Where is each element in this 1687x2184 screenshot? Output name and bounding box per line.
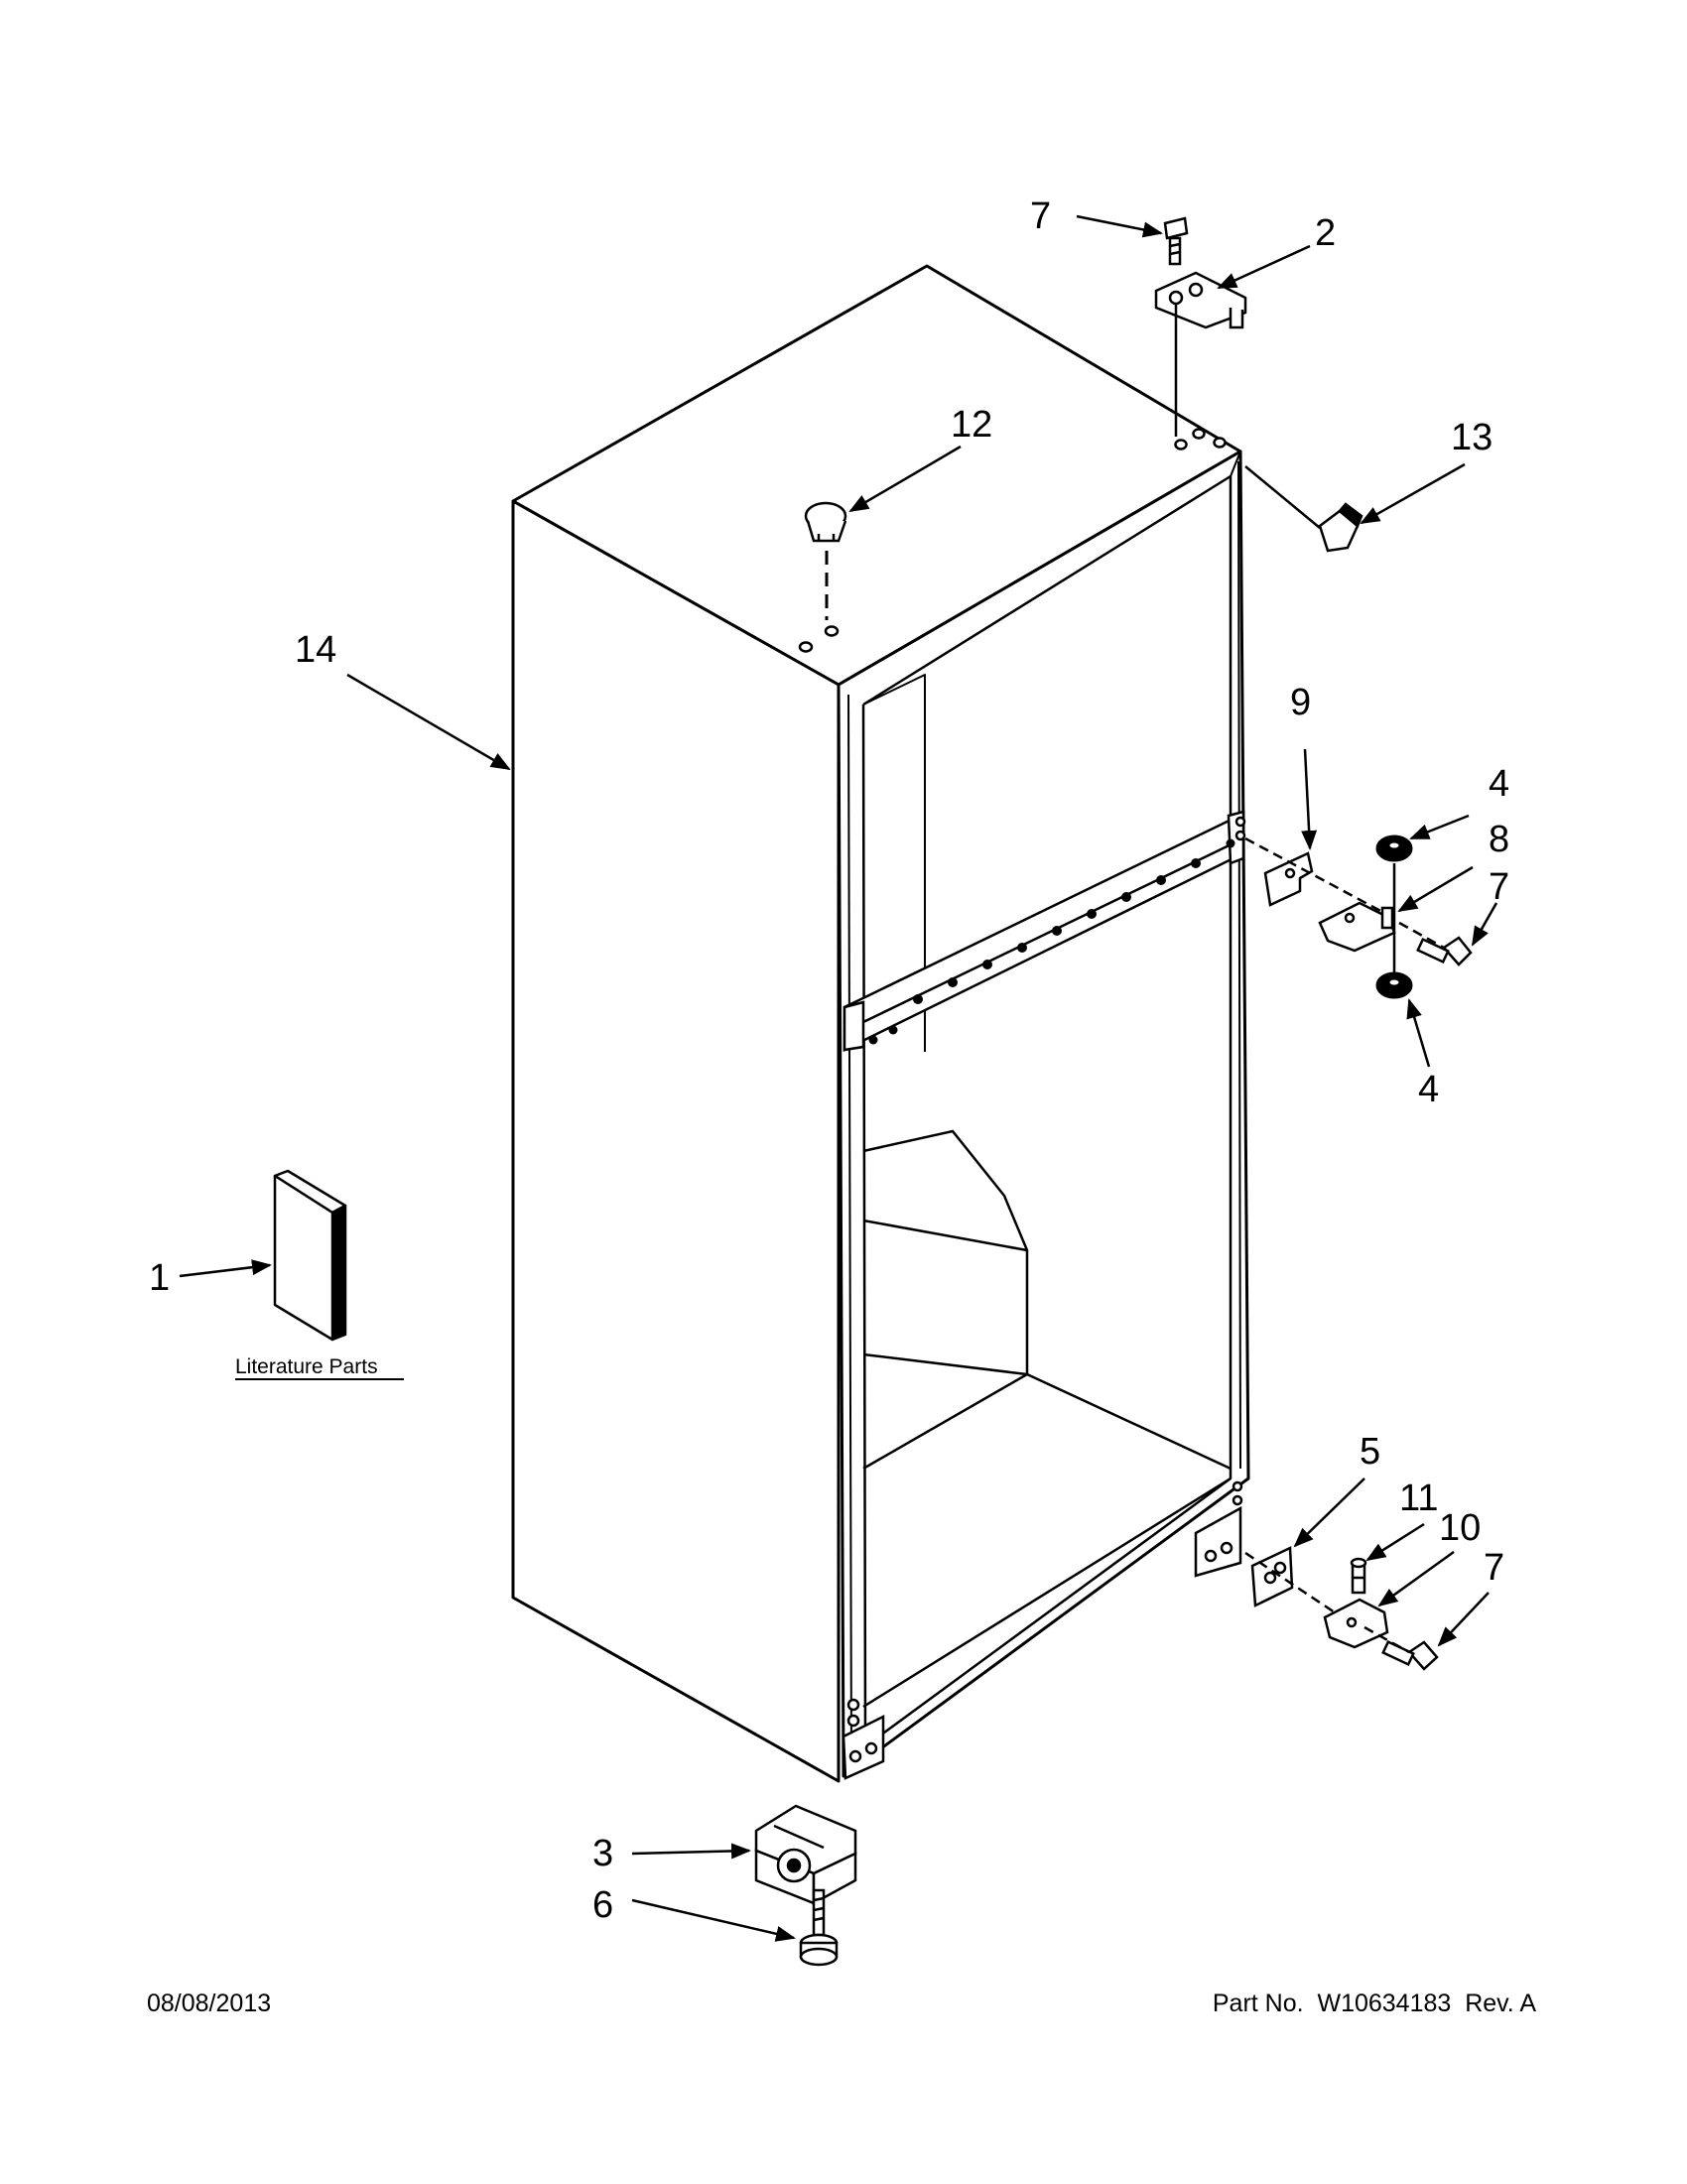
part-prefix: Part No. <box>1212 1990 1304 2017</box>
literature-parts-label: Literature Parts <box>235 1355 378 1378</box>
literature-booklet <box>273 1169 347 1342</box>
hinge-shim-center <box>1263 851 1314 907</box>
callout-1: 1 <box>149 1257 170 1299</box>
callout-8: 8 <box>1489 819 1509 860</box>
bottom-hinge-shim <box>1250 1546 1294 1607</box>
callout-6: 6 <box>592 1884 613 1926</box>
hinge-screw-top <box>1163 216 1189 266</box>
bottom-hinge <box>1323 1598 1389 1649</box>
lower-compartment <box>862 1129 1232 1709</box>
leader-arrows <box>179 214 1498 1942</box>
callout-7-center: 7 <box>1489 866 1509 908</box>
leveling-leg <box>799 1888 839 1967</box>
footer-part-number: Part No. W10634183 Rev. A <box>1213 1990 1536 2018</box>
revision: Rev. A <box>1465 1990 1536 2017</box>
callout-4-top: 4 <box>1489 763 1509 805</box>
roller-assembly <box>754 1804 857 1906</box>
bottom-dash-line <box>1244 1551 1336 1614</box>
washer-bottom <box>1375 971 1413 999</box>
bottom-screw-dash <box>1363 1625 1410 1654</box>
footer-date: 08/08/2013 <box>147 1990 272 2017</box>
callout-10: 10 <box>1439 1507 1481 1549</box>
center-dash-line <box>1244 836 1385 915</box>
hinge-pin-bottom <box>1350 1557 1367 1595</box>
callout-11: 11 <box>1399 1477 1438 1519</box>
callout-2: 2 <box>1315 212 1336 254</box>
callout-4-bottom: 4 <box>1418 1069 1439 1110</box>
washer-top <box>1375 835 1413 862</box>
front-leg-brackets <box>842 816 1246 1780</box>
refrigerator-cabinet <box>511 264 1250 1783</box>
rail-holes <box>868 838 1235 1045</box>
cap-leader-line <box>1244 465 1321 529</box>
callout-7-top: 7 <box>1030 195 1051 237</box>
center-screw-dash <box>1398 921 1445 950</box>
callout-12: 12 <box>951 404 992 446</box>
top-holes <box>798 428 1227 653</box>
callout-5: 5 <box>1360 1431 1380 1473</box>
hinge-cap <box>1318 502 1363 553</box>
hinge-screw-bottom <box>1381 1639 1439 1671</box>
center-hinge <box>1318 901 1396 953</box>
hinge-screw-center <box>1416 936 1473 966</box>
callout-7-bottom: 7 <box>1484 1547 1504 1589</box>
callout-3: 3 <box>592 1833 613 1874</box>
plug-button <box>804 501 847 543</box>
part-number: W10634183 <box>1317 1990 1452 2017</box>
callout-9: 9 <box>1290 682 1311 723</box>
callout-14: 14 <box>295 629 336 671</box>
callout-13: 13 <box>1451 417 1492 458</box>
